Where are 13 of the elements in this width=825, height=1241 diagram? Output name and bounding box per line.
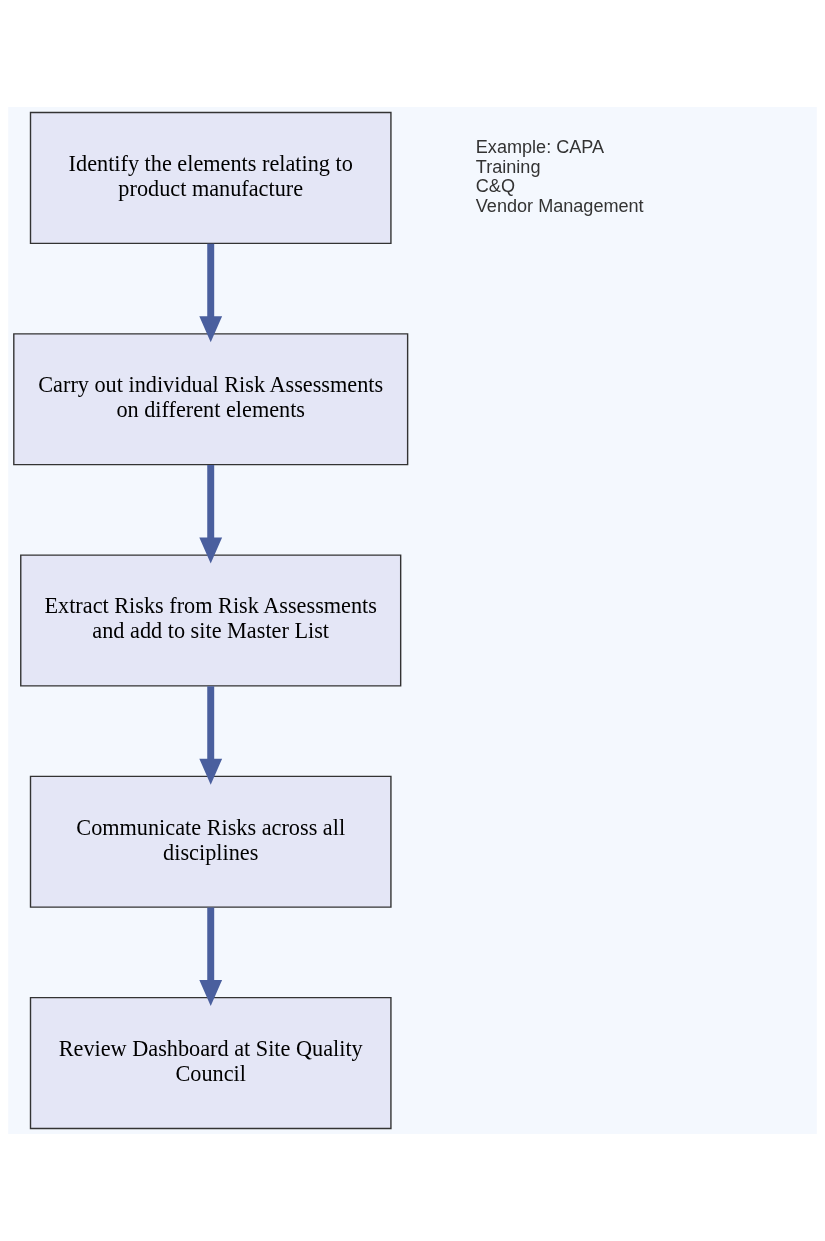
label: Training	[475, 156, 541, 177]
node-box: Extract Risks from Risk Assessments and add to site Master List	[20, 554, 402, 687]
node-box: Carry out individual Risk Assessments on different elements	[13, 333, 409, 466]
label: C&Q	[475, 176, 516, 197]
node-box: Communicate Risks across all disciplines	[29, 775, 392, 908]
arrow	[199, 907, 223, 1007]
arrow	[199, 465, 223, 564]
node-box: Review Dashboard at Site Quality Council	[29, 996, 392, 1130]
node-box: Identify the elements relating to product manufacture	[29, 111, 392, 245]
label: Vendor Management	[475, 195, 644, 216]
arrow	[199, 686, 223, 785]
arrow	[199, 243, 223, 343]
label: Example: CAPA	[475, 137, 605, 158]
